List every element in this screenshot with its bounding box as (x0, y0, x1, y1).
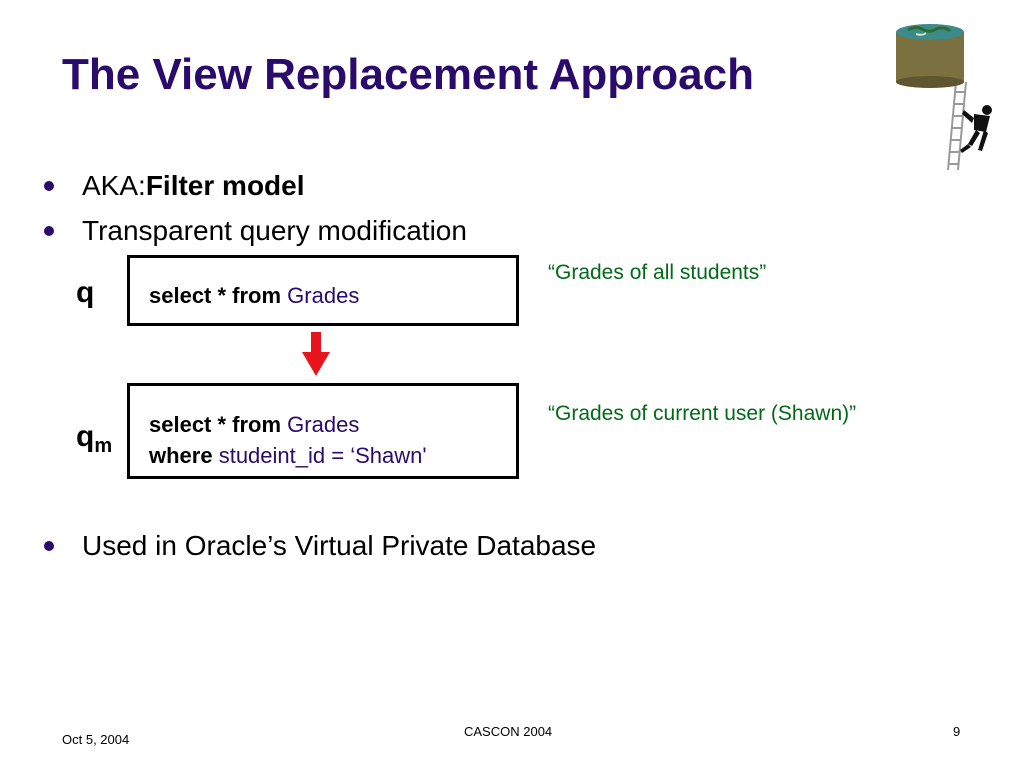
modified-query-line-1: select * from Grades (149, 412, 359, 438)
bullet-transparent-query-text: Transparent query modification (82, 215, 467, 246)
modified-query-line-2: where studeint_id = ‘Shawn' (149, 443, 427, 469)
bullet-dot-icon (44, 181, 54, 191)
arrow-down-icon (302, 332, 330, 376)
table-name: Grades (287, 412, 360, 437)
kw-from: from (232, 283, 288, 308)
footer-conference: CASCON 2004 (464, 724, 553, 739)
kw-select-from: select * from (149, 412, 288, 437)
bullet-dot-icon (44, 226, 54, 236)
original-query-line: select * from Grades (149, 283, 359, 309)
bullet-aka-prefix: AKA: (82, 170, 146, 201)
bullet-transparent-query: Transparent query modification (44, 215, 467, 247)
database-ladder-climber-icon (896, 24, 992, 171)
query-label-qm-base: q (76, 420, 95, 453)
footer-date: Oct 5, 2004 (62, 732, 130, 747)
bullet-aka: AKA: Filter model (44, 170, 305, 202)
query-label-qm: qm (76, 420, 112, 458)
where-condition: studeint_id = ‘Shawn' (218, 443, 427, 468)
bullet-oracle-vpd-text: Used in Oracle’s Virtual Private Databas… (82, 530, 597, 561)
note-current-user: “Grades of current user (Shawn)” (548, 402, 857, 425)
query-label-q: q (76, 276, 95, 309)
modified-query-box: select * from Grades where studeint_id =… (127, 383, 519, 479)
slide-title: The View Replacement Approach (62, 50, 754, 99)
kw-select: select * (149, 283, 233, 308)
footer-page-number: 9 (953, 724, 961, 739)
note-all-students: “Grades of all students” (548, 261, 767, 284)
kw-where: where (149, 443, 219, 468)
bullet-oracle-vpd: Used in Oracle’s Virtual Private Databas… (44, 530, 596, 562)
original-query-box: select * from Grades (127, 255, 519, 326)
query-label-qm-sub: m (94, 435, 113, 457)
bullet-aka-bold: Filter model (145, 170, 305, 201)
table-name: Grades (287, 283, 360, 308)
bullet-dot-icon (44, 541, 54, 551)
